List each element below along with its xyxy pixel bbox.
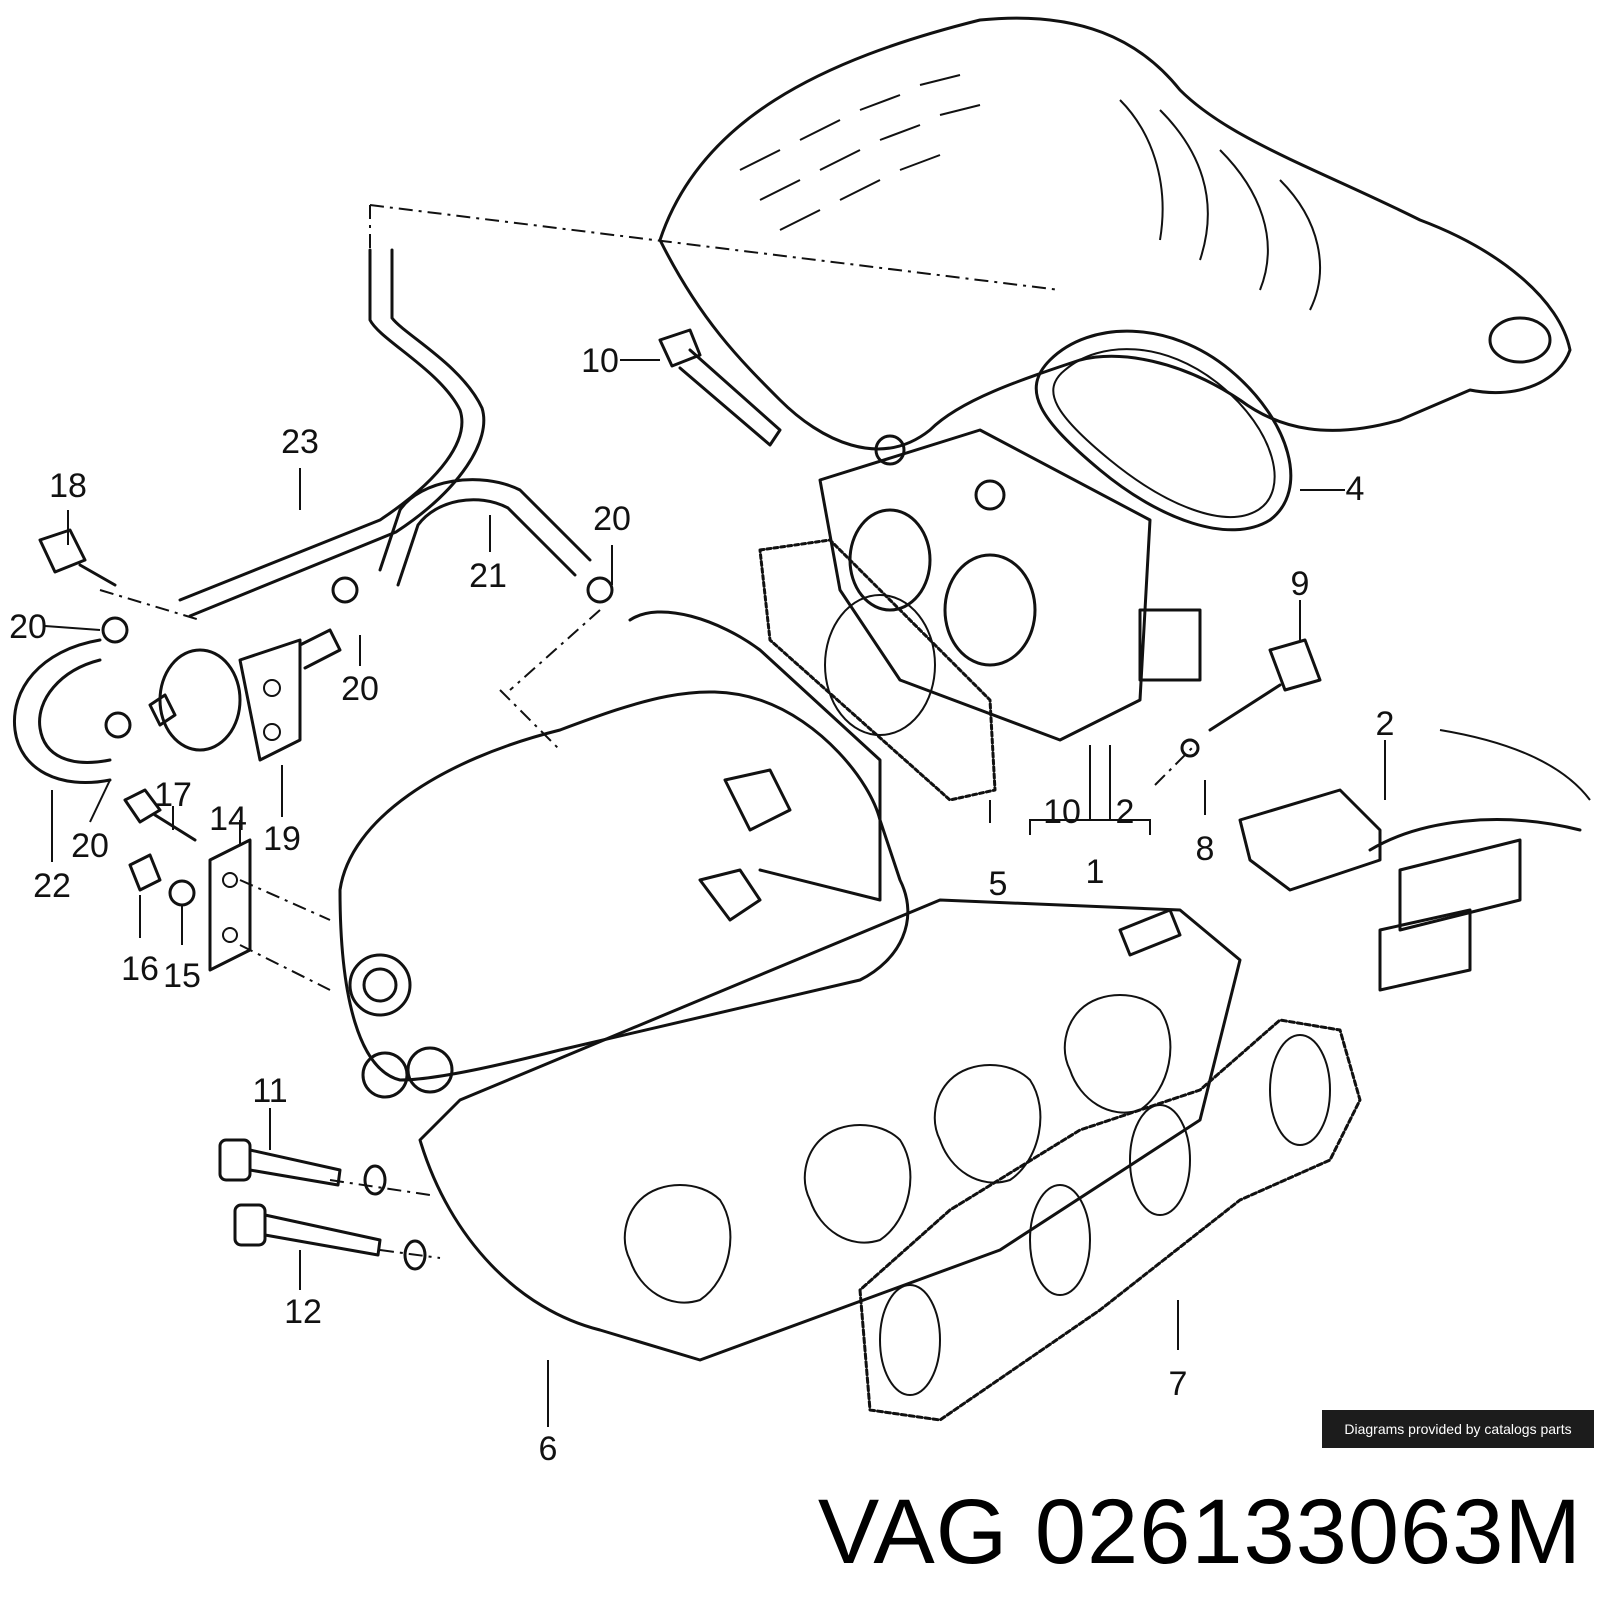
- callout-2-throttle: 2: [1116, 793, 1135, 831]
- manifold-gasket-7: [858, 1018, 1362, 1422]
- gasket-5: [758, 538, 997, 802]
- assembly-lines: [99, 204, 1196, 1259]
- bolt-9: [1180, 638, 1322, 758]
- bolts-11-12: [218, 1138, 427, 1271]
- callout-16: 16: [121, 950, 159, 988]
- callout-14: 14: [209, 800, 247, 838]
- callout-11: 11: [252, 1072, 287, 1110]
- callout-20-mid: 20: [341, 670, 379, 708]
- callout-15: 15: [163, 957, 201, 995]
- callout-23: 23: [281, 423, 319, 461]
- bolt-18: [38, 528, 117, 587]
- callout-4: 4: [1346, 470, 1365, 508]
- fitting-10: [658, 328, 782, 447]
- callout-20-left: 20: [9, 608, 47, 646]
- callout-20-right: 20: [593, 500, 631, 538]
- callout-1: 1: [1086, 853, 1105, 891]
- valve-19: [148, 628, 342, 762]
- callout-7: 7: [1169, 1365, 1188, 1403]
- part-number-title: VAG 026133063M: [817, 1481, 1582, 1583]
- vacuum-hose-23: [178, 248, 486, 618]
- callout-6: 6: [539, 1430, 558, 1468]
- clamps-20: [101, 576, 614, 739]
- callout-5: 5: [989, 865, 1008, 903]
- callout-8: 8: [1196, 830, 1215, 868]
- hose-22: [12, 638, 112, 785]
- manifold-runners-6: [418, 898, 1242, 1362]
- gasket-ring-4: [1034, 329, 1293, 532]
- air-intake-boot: [658, 16, 1572, 451]
- callout-17: 17: [154, 776, 192, 814]
- leader-lines: [44, 359, 1386, 1427]
- intake-plenum: [338, 610, 910, 1099]
- callout-9: 9: [1291, 565, 1310, 603]
- callout-22: 22: [33, 867, 71, 905]
- callout-21: 21: [469, 557, 507, 595]
- sensor-2: [1238, 729, 1591, 992]
- callout-numbers: 1 2 2 4 5 6 7 8 9 10 10 11 12 14 15 16 1…: [9, 342, 1394, 1468]
- hose-21: [378, 478, 592, 587]
- diagram-credit-badge: Diagrams provided by catalogs parts: [1322, 1410, 1594, 1448]
- callout-10-fitting: 10: [581, 342, 619, 380]
- callout-20-lower: 20: [71, 827, 109, 865]
- callout-2-sensor: 2: [1376, 705, 1395, 743]
- callout-18: 18: [49, 467, 87, 505]
- callout-19: 19: [263, 820, 301, 858]
- callout-10-throttle: 10: [1043, 793, 1081, 831]
- callout-12: 12: [284, 1293, 322, 1331]
